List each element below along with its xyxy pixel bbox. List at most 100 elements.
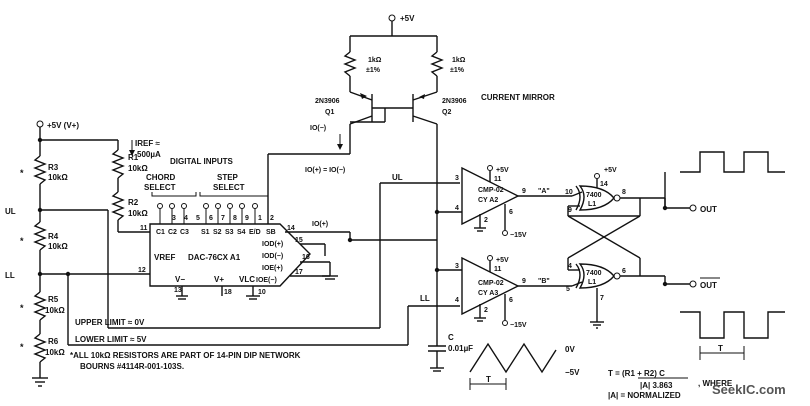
res-label: 1kΩ (452, 57, 466, 64)
reference-network: R1 10kΩ R2 10kΩ IREF ≈ 500µA (37, 137, 161, 233)
cap-value: 0.01µF (448, 344, 473, 353)
transistor-q2: 2N3906 Q2 (412, 91, 467, 345)
chord-select-label-2: SELECT (144, 183, 176, 192)
dac-vminus-label: V− (175, 275, 185, 284)
dac-ioe-minus: IOE(−) (256, 277, 277, 284)
out-period: T (718, 344, 723, 353)
out-bar-waveform (680, 311, 785, 339)
io-equality-label: IO(+) = IO(−) (305, 167, 345, 174)
pin-number: 4 (184, 215, 188, 222)
dac-vplus-label: V+ (214, 275, 224, 284)
ramp-waveform (469, 342, 557, 374)
r6-label: R6 (48, 337, 59, 346)
formula-denominator: |A| 3.863 (640, 381, 673, 390)
a2-pin: 2 (484, 217, 488, 224)
precision-star: * (20, 236, 24, 246)
pin-17: 17 (295, 269, 303, 276)
ramp-0v: 0V (565, 345, 575, 354)
r5-value: 10kΩ (45, 306, 65, 315)
dac-vref-label: VREF (154, 253, 175, 262)
current-mirror-title: CURRENT MIRROR (481, 93, 555, 102)
pin-10: 10 (258, 289, 266, 296)
r1-value: 10kΩ (128, 164, 148, 173)
precision-star: * (20, 168, 24, 178)
a2-pin: 9 (522, 188, 526, 195)
r3-label: R3 (48, 163, 59, 172)
resistor-ladder: +5V (V+) R3 10kΩ * UL R4 10kΩ * LL R5 10… (5, 120, 460, 387)
gate-bot-type: 7400 (586, 270, 602, 277)
iref-label: IREF ≈ (135, 139, 160, 148)
transistor-q1: 2N3906 Q1 (315, 91, 413, 148)
resistor-mirror-right (430, 51, 444, 77)
formula-where: , WHERE (698, 379, 733, 388)
iref-value: 500µA (137, 150, 161, 159)
io-plus-label: IO(+) (312, 221, 328, 228)
resistor-r1 (111, 149, 125, 179)
ll-tag: LL (420, 294, 430, 303)
r5-label: R5 (48, 295, 59, 304)
cap-label: C (448, 333, 454, 342)
a2-name-2: CY A2 (478, 197, 498, 204)
dac-iod-minus: IOD(−) (262, 253, 283, 260)
ramp-minus5v: −5V (565, 368, 580, 377)
ul-tag: UL (392, 173, 403, 182)
pin-function: C1 (156, 229, 165, 236)
supply-a2-neg: −15V (510, 232, 527, 239)
dac-top-pins: 3 4 5 6 7 8 9 1 2 C1 C2 C3 S1 S2 S3 S4 E… (156, 203, 276, 236)
step-select-label-1: STEP (217, 173, 239, 182)
a2-name-1: CMP-02 (478, 187, 504, 194)
a3-name-1: CMP-02 (478, 280, 504, 287)
res-label: 1kΩ (368, 57, 382, 64)
r2-value: 10kΩ (128, 209, 148, 218)
res-tolerance: ±1% (450, 67, 465, 74)
out-bar-label: OUT (700, 281, 717, 290)
pin-14: 14 (287, 225, 295, 232)
upper-limit-note: UPPER LIMIT ≈ 0V (75, 318, 145, 327)
pin-number: 8 (233, 215, 237, 222)
res-tolerance: ±1% (366, 67, 381, 74)
latch-pin: 5 (566, 286, 570, 293)
pin-number: 7 (221, 215, 225, 222)
a2-pin: 4 (455, 205, 459, 212)
footnote-line-2: BOURNS #4114R-001-103S. (80, 362, 184, 371)
pin-11: 11 (140, 225, 148, 232)
pin-function: E/D (249, 229, 261, 236)
pin-function: SB (266, 229, 276, 236)
r4-value: 10kΩ (48, 242, 68, 251)
dac-vlc-label: VLC (239, 275, 255, 284)
supply-l1: +5V (604, 167, 617, 174)
pin-12: 12 (138, 267, 146, 274)
nand-gate-top (578, 185, 615, 211)
dac-name: DAC-76CX A1 (188, 253, 241, 262)
nand-latch: 7400 L1 10 +5V 14 9 8 OUT 7400 L1 4 5 6 … (565, 167, 720, 329)
supply-a3-neg: −15V (510, 322, 527, 329)
pin-number: 2 (270, 215, 274, 222)
supply-top-label: +5V (400, 14, 415, 23)
latch-pin: 4 (568, 263, 572, 270)
dac-body (149, 223, 311, 287)
a3-pin: 9 (522, 278, 526, 285)
a2-pin: 3 (455, 175, 459, 182)
node-a-label: "A" (538, 188, 550, 195)
supply-left-label: +5V (V+) (47, 121, 79, 130)
resistor-r3 (33, 155, 47, 185)
latch-pin: 6 (622, 268, 626, 275)
a3-pin: 4 (455, 297, 459, 304)
node-b-label: "B" (538, 278, 550, 285)
pin-function: S3 (225, 229, 234, 236)
pin-function: C3 (180, 229, 189, 236)
resistor-r6 (33, 333, 47, 363)
footnote-line-1: *ALL 10kΩ RESISTORS ARE PART OF 14-PIN D… (70, 351, 301, 360)
pin-number: 9 (245, 215, 249, 222)
comparator-a3: CMP-02 CY A3 3 4 LL +5V 11 −15V 6 2 9 "B… (420, 255, 572, 329)
resistor-mirror-left (343, 51, 357, 77)
pin-function: S2 (213, 229, 222, 236)
a3-pin: 2 (484, 307, 488, 314)
pin-number: 1 (258, 215, 262, 222)
r4-label: R4 (48, 232, 59, 241)
pin-function: S4 (237, 229, 246, 236)
pin-number: 3 (172, 215, 176, 222)
chord-select-label-1: CHORD (146, 173, 176, 182)
q2-type: 2N3906 (442, 98, 467, 105)
resistor-r2 (111, 191, 125, 221)
